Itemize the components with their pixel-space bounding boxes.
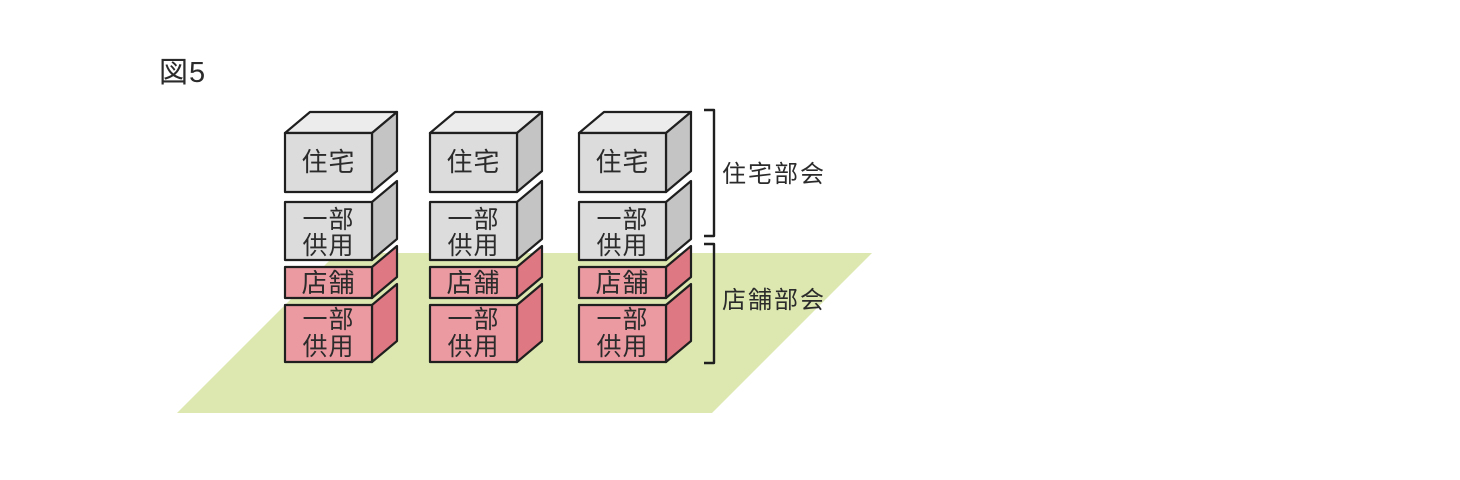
tower-1-box-ichibu-pink [283,282,399,364]
tower-2-box-tenpo [428,244,544,300]
tower-1-ichibu-pink-label-line1: 一部 [302,306,354,334]
diagram: 住宅 一部 供用 店舗 一部 供用 住宅 一部 供用 店舗 一部 供用 住宅 一… [177,108,872,413]
tower-3-box-ichibu-pink [577,282,693,364]
tower-1-ichibu-pink-label-line2: 供用 [302,333,354,361]
box-front-face [283,131,374,194]
box-front-face [577,303,668,364]
tower-2-box-ichibu-gray [428,179,544,262]
housing-subcommittee-label: 住宅部会 [722,161,826,188]
tower-2-ichibu-gray-label-line1: 一部 [447,206,499,234]
box-front-face [577,131,668,194]
tower-3-tenpo-label: 店舗 [595,268,649,298]
tower-2-tenpo-label: 店舗 [446,268,500,298]
tower-1-ichibu-gray-label-line2: 供用 [302,232,354,260]
tower-2-box-ichibu-pink [428,282,544,364]
box-front-face [283,265,374,300]
tower-1-box-tenpo [283,244,399,300]
tower-1 [283,110,399,364]
box-labels: 住宅 一部 供用 店舗 一部 供用 住宅 一部 供用 店舗 一部 供用 住宅 一… [301,147,649,361]
tower-1-jutaku-label: 住宅 [301,147,355,177]
brackets [704,108,716,365]
tower-3-box-ichibu-gray [577,179,693,262]
tower-3-box-tenpo [577,244,693,300]
tower-2-ichibu-pink-label-line2: 供用 [447,333,499,361]
box-front-face [577,265,668,300]
tower-2 [428,110,544,364]
tower-2-ichibu-pink-label-line1: 一部 [447,306,499,334]
box-front-face [428,131,519,194]
tower-3-ichibu-pink-label-line1: 一部 [596,306,648,334]
box-front-face [428,200,519,262]
tower-1-box-jutaku [283,110,399,194]
tower-2-ichibu-gray-label-line2: 供用 [447,232,499,260]
tower-3-ichibu-gray-label-line1: 一部 [596,206,648,234]
store-subcommittee-label: 店舗部会 [722,287,826,314]
housing-bracket [704,108,716,238]
box-front-face [428,265,519,300]
tower-3-ichibu-pink-label-line2: 供用 [596,333,648,361]
tower-3 [577,110,693,364]
tower-1-box-ichibu-gray [283,179,399,262]
tower-3-jutaku-label: 住宅 [595,147,649,177]
figure-number-label: 図5 [159,57,207,89]
box-front-face [283,303,374,364]
tower-2-box-jutaku [428,110,544,194]
tower-3-ichibu-gray-label-line2: 供用 [596,232,648,260]
box-front-face [577,200,668,262]
tower-1-ichibu-gray-label-line1: 一部 [302,206,354,234]
tower-2-jutaku-label: 住宅 [446,147,500,177]
box-front-face [283,200,374,262]
store-bracket [704,242,716,365]
tower-3-box-jutaku [577,110,693,194]
tower-1-tenpo-label: 店舗 [301,268,355,298]
box-front-face [428,303,519,364]
